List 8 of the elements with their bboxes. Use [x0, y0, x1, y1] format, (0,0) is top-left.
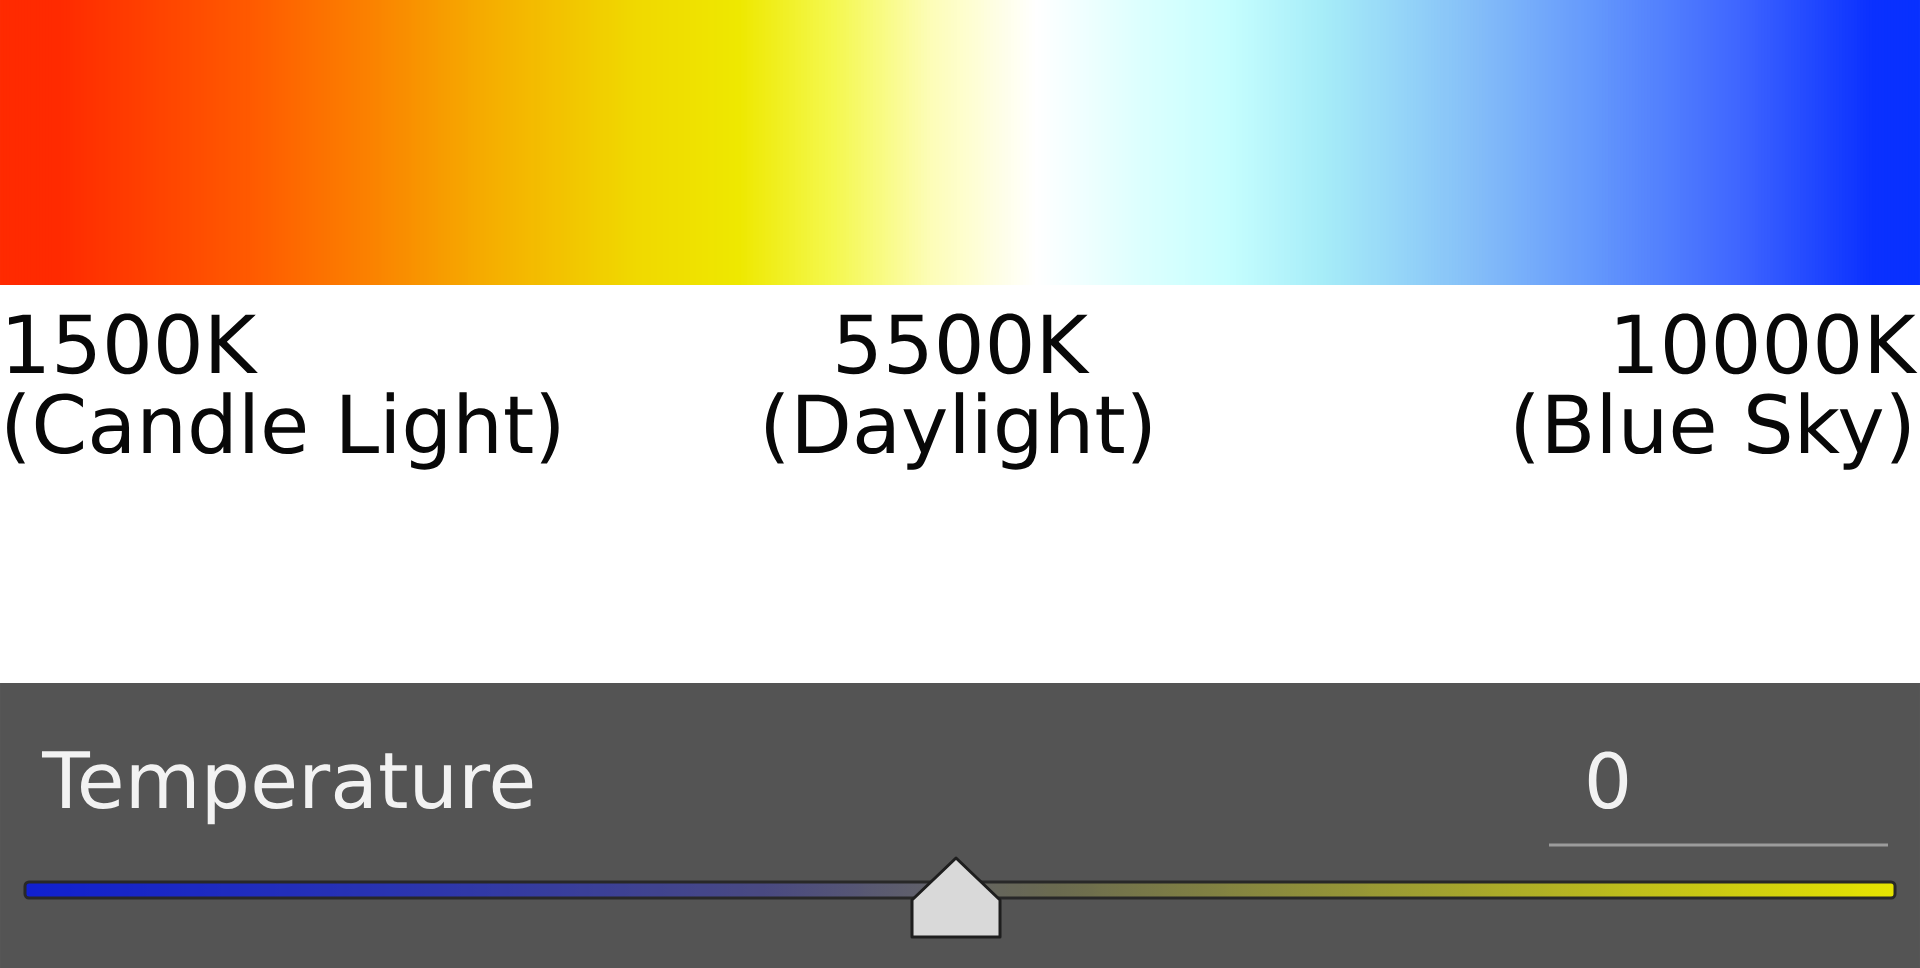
scale-label: 10000K — [1617, 313, 1918, 375]
scale-caption: (Candle Light) — [7, 392, 559, 470]
scale-caption: (Blue Sky) — [1516, 392, 1909, 470]
scale-caption: (Daylight) — [766, 392, 1151, 470]
input-field: 0 — [1549, 751, 1888, 847]
scale-label: 1500K — [9, 313, 258, 375]
slider-label: Temperature — [42, 751, 533, 825]
scale-label: 5500K — [838, 313, 1090, 375]
